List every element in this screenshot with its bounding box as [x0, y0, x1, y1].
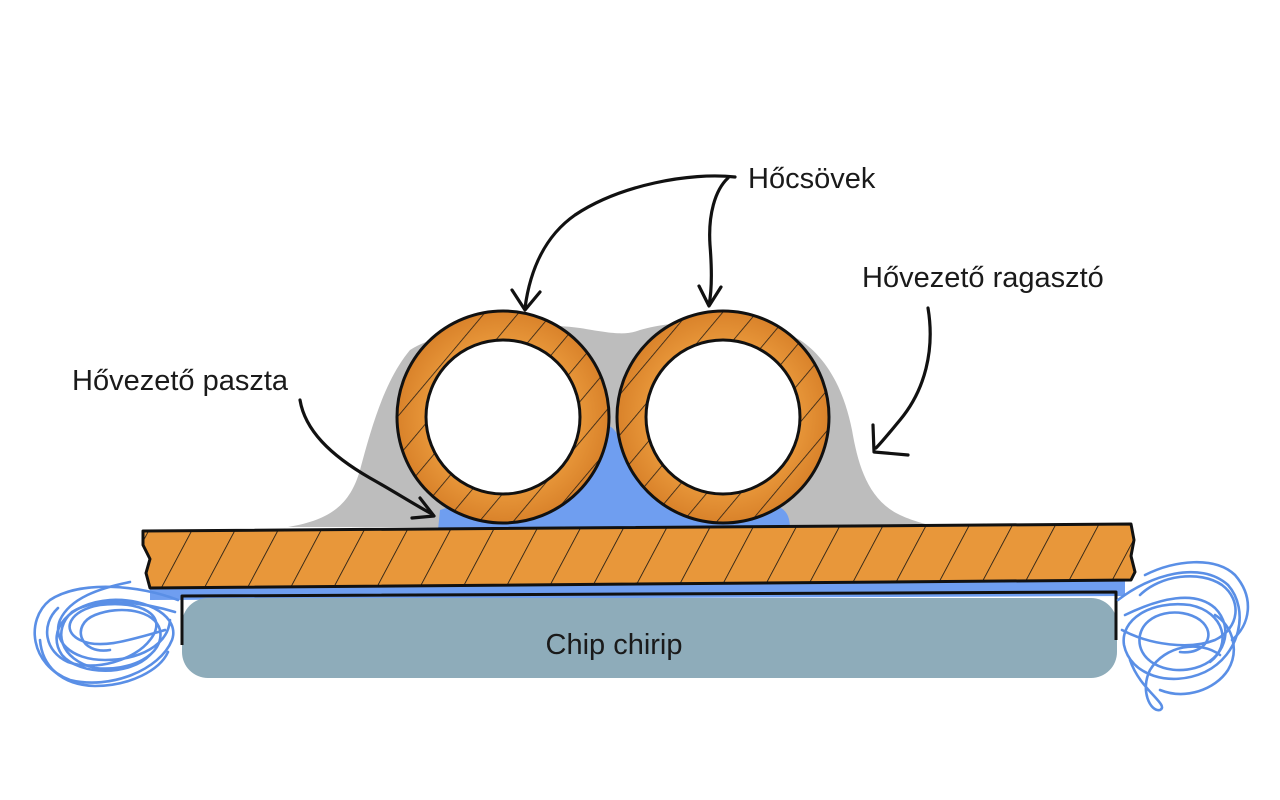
- heat-pipe-left: [395, 309, 611, 525]
- chip-label: Chip chirip: [546, 629, 683, 661]
- arrow-thermal-paste: [298, 398, 434, 516]
- arrow-heat-pipes-left: [523, 174, 737, 310]
- label-thermal-adhesive: Hővezető ragasztó: [862, 262, 1104, 294]
- label-heat-pipes: Hőcsövek: [748, 163, 876, 195]
- label-thermal-paste: Hővezető paszta: [72, 365, 289, 397]
- scribble-tangle-right-icon: [1116, 560, 1250, 712]
- chip: Chip chirip: [180, 590, 1118, 678]
- copper-base-plate: [141, 522, 1137, 590]
- scribble-tangle-left-icon: [33, 580, 180, 688]
- arrow-thermal-adhesive: [874, 306, 932, 450]
- heat-pipe-right: [615, 309, 831, 525]
- arrow-heat-pipes-right: [707, 176, 730, 307]
- arrows: [298, 174, 932, 520]
